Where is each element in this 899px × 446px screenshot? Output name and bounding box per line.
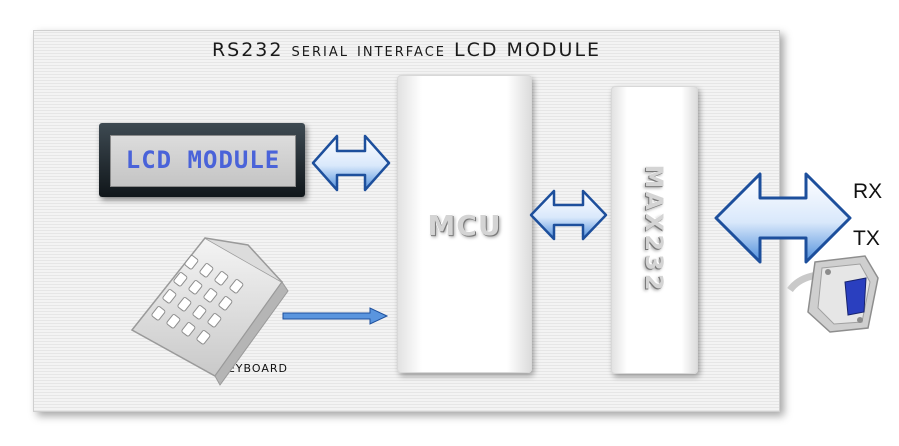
bidirectional-arrow-icon — [311, 134, 391, 192]
diagram-board: RS232 serial interface LCD MODULE LCD MO… — [33, 30, 780, 412]
right-arrow-icon — [282, 307, 389, 325]
lcd-module-icon: LCD MODULE — [99, 123, 305, 197]
mcu-label: MCU — [427, 209, 502, 242]
lcd-module-label: LCD MODULE — [125, 146, 281, 174]
keypad-icon — [130, 237, 289, 386]
db9-connector-icon — [787, 255, 879, 333]
mcu-block: MCU — [397, 75, 532, 373]
tx-label: TX — [853, 227, 880, 250]
bidirectional-arrow-icon — [529, 189, 608, 241]
rx-label: RX — [853, 180, 883, 203]
diagram-title: RS232 serial interface LCD MODULE — [211, 39, 602, 61]
max232-block: MAX232 — [611, 86, 698, 374]
bidirectional-arrow-icon — [714, 172, 852, 264]
lcd-screen: LCD MODULE — [110, 135, 296, 187]
